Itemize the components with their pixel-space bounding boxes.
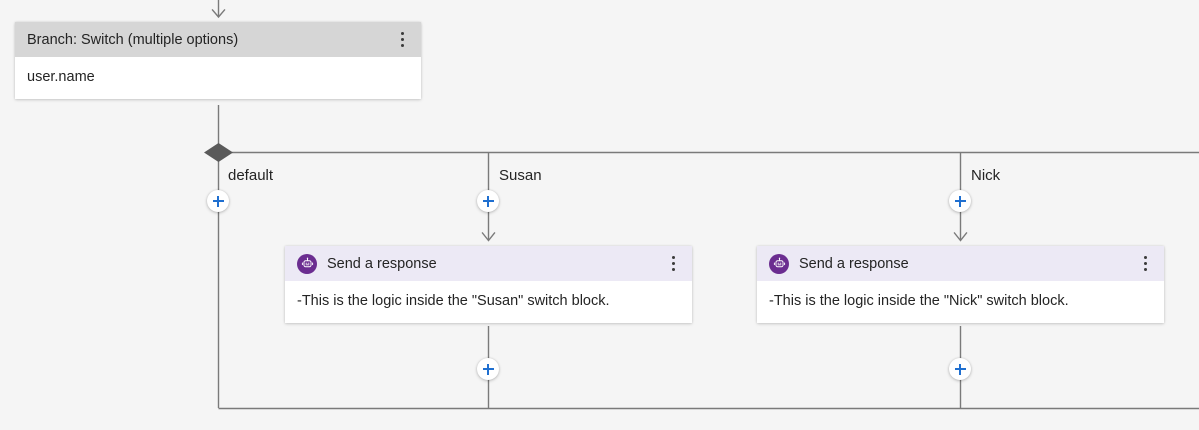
branch-label-nick: Nick — [971, 167, 1001, 184]
branch-label-default: default — [228, 167, 274, 184]
branch-label-susan: Susan — [499, 167, 542, 184]
send-response-card-susan-title: Send a response — [327, 255, 437, 272]
branch-switch-card-header[interactable]: Branch: Switch (multiple options) — [15, 22, 421, 57]
send-response-card-susan[interactable]: Send a response -This is the logic insid… — [285, 246, 692, 323]
send-response-card-nick[interactable]: Send a response -This is the logic insid… — [757, 246, 1164, 323]
kebab-menu-icon[interactable] — [1136, 253, 1154, 275]
send-response-card-nick-body: -This is the logic inside the "Nick" swi… — [757, 281, 1164, 323]
add-step-susan-branch-top[interactable] — [477, 190, 499, 212]
add-step-nick-branch-bottom[interactable] — [949, 358, 971, 380]
switch-diamond-marker — [204, 143, 233, 162]
add-step-nick-branch-top[interactable] — [949, 190, 971, 212]
bot-icon — [297, 253, 317, 274]
add-step-susan-branch-bottom[interactable] — [477, 358, 499, 380]
bot-icon — [769, 253, 789, 274]
branch-switch-card[interactable]: Branch: Switch (multiple options) user.n… — [15, 22, 421, 99]
kebab-menu-icon[interactable] — [664, 253, 682, 275]
send-response-card-susan-body: -This is the logic inside the "Susan" sw… — [285, 281, 692, 323]
send-response-card-susan-header[interactable]: Send a response — [285, 246, 692, 281]
branch-switch-expression: user.name — [15, 57, 421, 99]
send-response-card-nick-header[interactable]: Send a response — [757, 246, 1164, 281]
add-step-default-branch[interactable] — [207, 190, 229, 212]
kebab-menu-icon[interactable] — [393, 29, 411, 51]
branch-switch-card-title: Branch: Switch (multiple options) — [27, 31, 239, 48]
send-response-card-nick-title: Send a response — [799, 255, 909, 272]
